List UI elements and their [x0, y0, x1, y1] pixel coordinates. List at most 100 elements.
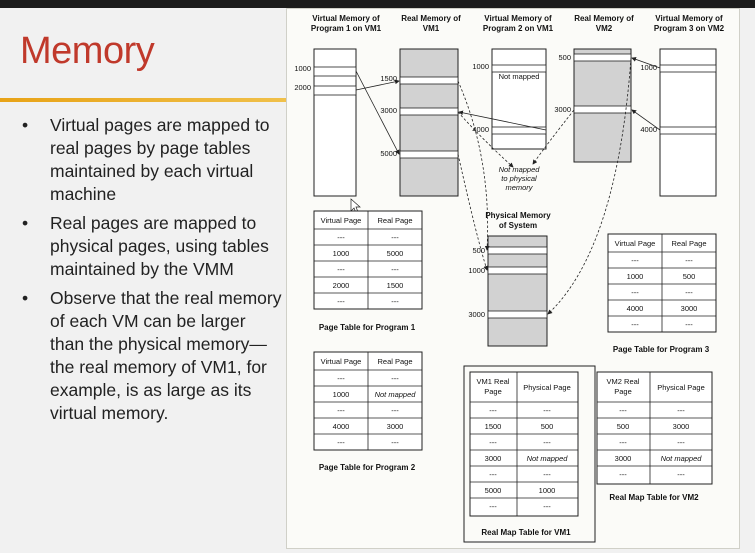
addr-label: 4000 [640, 125, 657, 134]
not-mapped-phys-label: memory [505, 183, 533, 192]
table-caption: Real Map Table for VM1 [481, 528, 571, 537]
table-header: VM2 Real [607, 377, 640, 386]
table-cell: 500 [617, 422, 630, 431]
col-header-vm-prog1: Virtual Memory of [312, 14, 380, 23]
table-header: Real Page [671, 239, 706, 248]
phys-header: of System [499, 221, 537, 230]
table-cell: --- [685, 320, 693, 329]
addr-label: 3000 [380, 106, 397, 115]
table-cell: --- [631, 256, 639, 265]
bullet-item: • Observe that the real memory of each VM… [22, 287, 282, 425]
table-cell: Not mapped [375, 390, 417, 399]
table-cell: --- [391, 297, 399, 306]
table-cell: --- [337, 406, 345, 415]
table-cell: --- [489, 470, 497, 479]
addr-label: 5000 [380, 149, 397, 158]
addr-label: 1000 [294, 64, 311, 73]
table-header: Real Page [377, 357, 412, 366]
arrow-p3-1000-to-500 [631, 57, 661, 69]
table-cell: 5000 [485, 486, 502, 495]
arrow-2000-to-1500 [355, 79, 400, 91]
table-cell: 1000 [627, 272, 644, 281]
bullet-dot-icon: • [22, 288, 29, 308]
vm-prog3-page-4000 [659, 126, 717, 135]
page-table-program-3: Virtual Page Real Page --- --- 1000 500 … [607, 233, 717, 354]
table-cell: --- [489, 406, 497, 415]
addr-label: 1000 [640, 63, 657, 72]
table-cell: 500 [541, 422, 554, 431]
table-cell: 1000 [333, 390, 350, 399]
table-cell: --- [619, 438, 627, 447]
table-cell: --- [685, 256, 693, 265]
addr-label: 500 [558, 53, 571, 62]
table-cell: --- [391, 265, 399, 274]
real-vm2-box [573, 48, 632, 163]
vm-prog1-page-1000 [313, 66, 357, 77]
bullet-dot-icon: • [22, 115, 29, 135]
phys-page-3000 [487, 310, 548, 319]
table-header: Virtual Page [321, 216, 362, 225]
phys-page-500 [487, 246, 548, 255]
addr-label: 1000 [468, 266, 485, 275]
col-header-real-vm1: Real Memory of [401, 14, 461, 23]
arrow-5000-to-phys-1000 [457, 153, 489, 271]
real-vm1-page-5000 [399, 150, 459, 159]
page-table-program-2: Virtual Page Real Page --- --- 1000 Not … [313, 351, 423, 472]
bullet-text: Real pages are mapped to physical pages,… [50, 213, 269, 279]
table-caption: Page Table for Program 3 [613, 345, 710, 354]
bullet-list: • Virtual pages are mapped to real pages … [22, 114, 282, 431]
title-underline [0, 98, 286, 102]
table-cell: --- [677, 438, 685, 447]
table-cell: --- [337, 438, 345, 447]
arrow-p3-4000-to-3000 [631, 109, 661, 131]
not-mapped-phys-label: Not mapped [499, 165, 541, 174]
table-cell: --- [337, 297, 345, 306]
addr-label: 1000 [472, 62, 489, 71]
table-header: Real Page [377, 216, 412, 225]
table-cell: 3000 [673, 422, 690, 431]
table-cell: 2000 [333, 281, 350, 290]
table-cell: --- [543, 406, 551, 415]
memory-diagram: Virtual Memory of Program 1 on VM1 Real … [294, 14, 725, 543]
addr-label: 1500 [380, 74, 397, 83]
addr-label: 2000 [294, 83, 311, 92]
table-cell: --- [677, 470, 685, 479]
table-cell: 4000 [333, 422, 350, 431]
real-map-table-vm1: VM1 Real Page Physical Page --- --- 1500… [463, 365, 596, 543]
addr-label: 3000 [468, 310, 485, 319]
arrow-1500-to-phys-500 [457, 80, 490, 251]
table-cell: 1000 [333, 249, 350, 258]
table-cell: 1500 [387, 281, 404, 290]
col-header-vm-prog1: Program 1 on VM1 [311, 24, 382, 33]
table-header: VM1 Real [477, 377, 510, 386]
arrow-1000-to-5000 [355, 70, 400, 155]
table-cell: --- [391, 438, 399, 447]
table-cell: --- [543, 438, 551, 447]
real-map-table-vm2: VM2 Real Page Physical Page --- --- 500 … [596, 371, 713, 502]
addr-label: 3000 [554, 105, 571, 114]
col-header-vm-prog2: Virtual Memory of [484, 14, 552, 23]
col-header-real-vm2: VM2 [596, 24, 613, 33]
col-header-real-vm1: VM1 [423, 24, 440, 33]
table-cell: --- [337, 265, 345, 274]
phys-page-1000 [487, 266, 548, 275]
table-cell: 1000 [539, 486, 556, 495]
vm-prog3-box [659, 48, 717, 197]
addr-label: 500 [472, 246, 485, 255]
col-header-vm-prog3: Program 3 on VM2 [654, 24, 725, 33]
table-header: Virtual Page [615, 239, 656, 248]
table-cell: --- [489, 502, 497, 511]
table-header: Page [484, 387, 502, 396]
col-header-real-vm2: Real Memory of [574, 14, 634, 23]
table-cell: --- [489, 438, 497, 447]
table-cell: --- [631, 288, 639, 297]
table-cell: 3000 [615, 454, 632, 463]
bullet-text: Observe that the real memory of each VM … [50, 288, 282, 423]
table-header: Physical Page [523, 383, 571, 392]
table-cell: --- [543, 470, 551, 479]
vm-prog2-page-4000 [491, 126, 547, 135]
bullet-text: Virtual pages are mapped to real pages b… [50, 115, 270, 204]
table-cell: --- [619, 470, 627, 479]
table-caption: Real Map Table for VM2 [609, 493, 699, 502]
table-cell: --- [631, 320, 639, 329]
